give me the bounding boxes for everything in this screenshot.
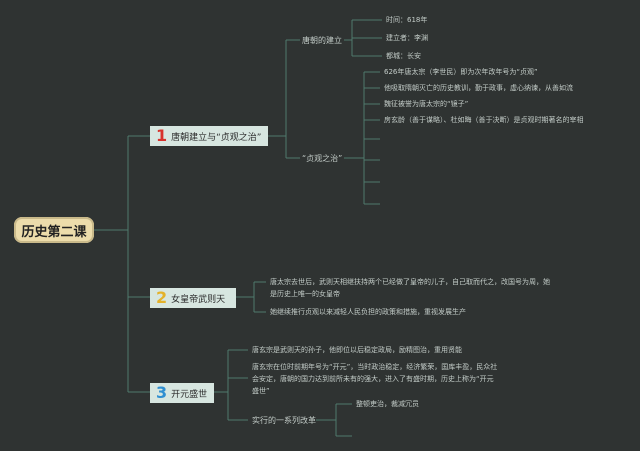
branch-1-sub-1-leaf-1[interactable]: 时间：618年 — [386, 16, 428, 24]
branch-1-topic[interactable]: 1 唐朝建立与“贞观之治” — [150, 126, 268, 146]
branch-3-leaf-2[interactable]: 唐玄宗在位时前期年号为“开元”，当时政治稳定，经济繁荣，国库丰盈，民众社会安定，… — [252, 363, 498, 395]
branch-3-sub-1-label[interactable]: 实行的一系列改革 — [252, 416, 316, 425]
branch-3-leaf-1[interactable]: 唐玄宗是武则天的孙子，他即位以后稳定政局，励精图治，重用贤能 — [252, 346, 462, 354]
branch-2-number: 2 — [156, 288, 168, 307]
branch-1-number: 1 — [156, 126, 168, 145]
branch-1-sub-1-leaf-3[interactable]: 都城：长安 — [386, 52, 421, 60]
branch-1-sub-2-leaf-2[interactable]: 他吸取隋朝灭亡的历史教训，勤于政事，虚心纳谏，从善如流 — [384, 84, 573, 92]
branch-3-label: 开元盛世 — [171, 389, 208, 400]
branch-1-sub-2-leaf-3[interactable]: 魏征被誉为唐太宗的“镜子” — [384, 100, 469, 108]
branch-1-label: 唐朝建立与“贞观之治” — [171, 132, 262, 143]
branch-3-number: 3 — [156, 383, 168, 402]
branch-3-sub-1-leaf-1[interactable]: 整顿吏治，裁减冗员 — [356, 400, 419, 408]
branch-2-leaf-2[interactable]: 她继续推行贞观以来减轻人民负担的政策和措施，重视发展生产 — [270, 308, 466, 316]
branch-1-sub-1-label[interactable]: 唐朝的建立 — [302, 36, 342, 45]
branch-1-sub-2-leaf-4[interactable]: 房玄龄（善于谋略）、杜如晦（善于决断）是贞观时期著名的宰相 — [384, 116, 584, 124]
branch-3-topic[interactable]: 3 开元盛世 — [150, 383, 214, 403]
branch-2-leaf-1[interactable]: 唐太宗去世后，武则天相继扶持两个已经做了皇帝的儿子，自己取而代之，改国号为周，她… — [270, 278, 550, 298]
branch-2-topic[interactable]: 2 女皇帝武则天 — [150, 288, 236, 308]
branch-1-sub-2-label[interactable]: “贞观之治” — [302, 154, 343, 163]
branch-1-sub-2-leaf-1[interactable]: 626年唐太宗（李世民）即为次年改年号为“贞观” — [384, 68, 538, 76]
branch-2-label: 女皇帝武则天 — [171, 294, 226, 305]
root-topic[interactable]: 历史第二课 — [14, 217, 94, 243]
branch-1-sub-1-leaf-2[interactable]: 建立者：李渊 — [386, 34, 428, 42]
